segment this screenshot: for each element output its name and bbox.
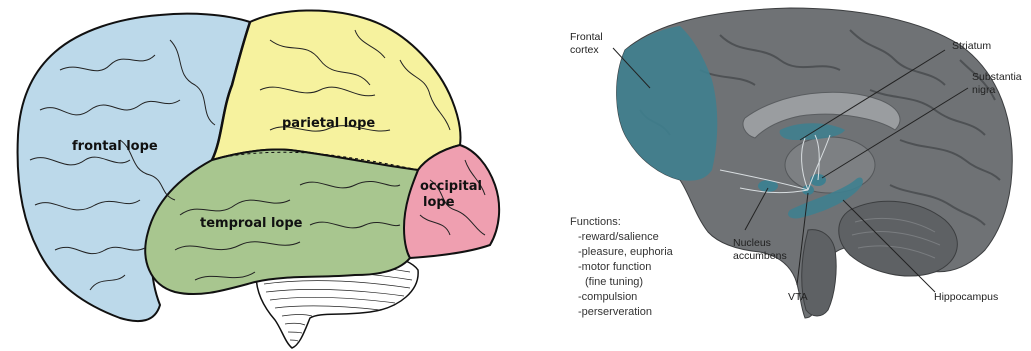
brainstem bbox=[802, 230, 836, 316]
sagittal-brain-diagram: Frontal cortex Striatum Substantia nigra… bbox=[570, 8, 1022, 318]
function-item: -motor function bbox=[578, 261, 651, 273]
striatum-label: Striatum bbox=[952, 40, 991, 52]
nucleus-accumbens-label-line2: accumbens bbox=[733, 250, 787, 262]
frontal-lobe-label: frontal lope bbox=[72, 139, 158, 154]
hippocampus-label: Hippocampus bbox=[934, 291, 998, 303]
frontal-cortex-label-line1: Frontal bbox=[570, 31, 603, 43]
function-item: -compulsion bbox=[578, 291, 637, 303]
substantia-nigra-label-line1: Substantia bbox=[972, 71, 1022, 83]
functions-title: Functions: bbox=[570, 216, 621, 228]
vta-label: VTA bbox=[788, 291, 808, 303]
parietal-lobe bbox=[212, 10, 461, 170]
frontal-cortex-label-line2: cortex bbox=[570, 44, 599, 56]
lateral-brain-diagram: frontal lope parietal lope occipital lop… bbox=[18, 10, 500, 348]
function-item: -perserveration bbox=[578, 306, 652, 318]
function-item: -reward/salience bbox=[578, 231, 659, 243]
occipital-lobe-label-line2: lope bbox=[423, 195, 455, 210]
substantia-nigra-label-line2: nigra bbox=[972, 84, 996, 96]
function-item: -pleasure, euphoria bbox=[578, 246, 674, 258]
function-item: (fine tuning) bbox=[585, 276, 643, 288]
parietal-lobe-label: parietal lope bbox=[282, 116, 375, 131]
occipital-lobe-label-line1: occipital bbox=[420, 179, 482, 194]
temporal-lobe-label: temproal lope bbox=[200, 216, 303, 231]
nucleus-accumbens-label-line1: Nucleus bbox=[733, 237, 771, 249]
